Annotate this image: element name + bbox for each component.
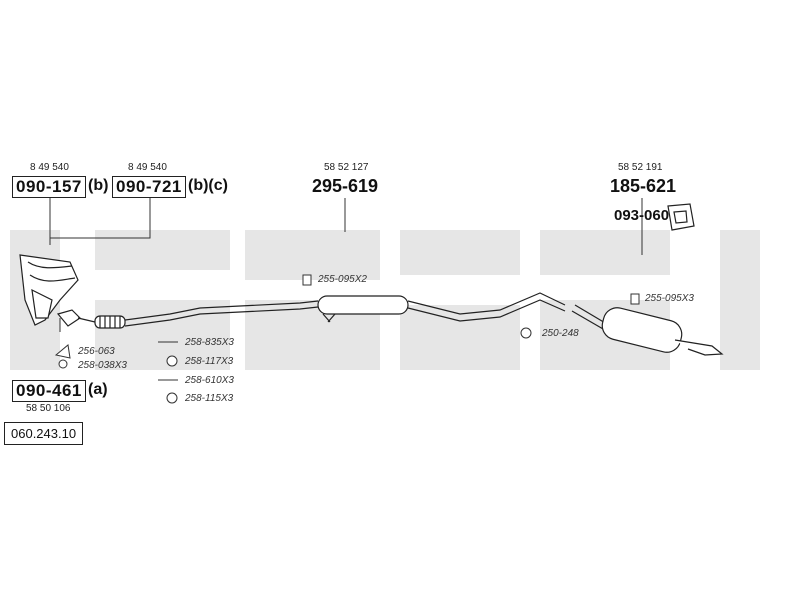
clamp-icon — [302, 274, 312, 286]
fitting-label[interactable]: 258-038X3 — [78, 360, 127, 371]
part-number-manifold-b[interactable]: 090-721 — [112, 176, 186, 198]
brand-watermark — [10, 230, 760, 370]
exhaust-manifold — [19, 254, 79, 326]
part-suffix-manifold-a: (b) — [88, 177, 109, 194]
clamp-icon — [630, 293, 640, 305]
washer-icon — [166, 392, 178, 404]
part-number-front-pipe[interactable]: 090-461 — [12, 380, 86, 402]
diagram-reference-code: 060.243.10 — [4, 422, 84, 445]
fitting-label[interactable]: 258-115X3 — [185, 393, 234, 404]
fitting-label[interactable]: 258-610X3 — [185, 375, 234, 386]
middle-pipe-drawing — [124, 292, 566, 327]
oe-number-rear-silencer: 58 52 191 — [618, 162, 663, 173]
rear-silencer-drawing — [571, 304, 724, 356]
ring-icon — [520, 327, 532, 339]
leader-lines — [49, 198, 643, 332]
part-suffix-front-pipe: (a) — [88, 381, 108, 398]
mounting-bracket-icon — [667, 203, 695, 231]
part-number-mounting-kit[interactable]: 093-060 — [614, 207, 670, 224]
washer-icon — [166, 355, 178, 367]
oe-number-manifold-a: 8 49 540 — [30, 162, 69, 173]
part-number-manifold-a[interactable]: 090-157 — [12, 176, 86, 198]
nut-icon — [58, 359, 68, 369]
oe-number-front-pipe: 58 50 106 — [26, 403, 71, 414]
fitting-label[interactable]: 250-248 — [542, 328, 579, 339]
part-suffix-manifold-b: (b)(c) — [188, 177, 228, 194]
gasket-icon — [54, 344, 71, 359]
fitting-label[interactable]: 255-095X2 — [318, 274, 367, 285]
part-number-rear-silencer[interactable]: 185-621 — [610, 176, 677, 196]
front-pipe-drawing — [56, 309, 126, 329]
oe-number-manifold-b: 8 49 540 — [128, 162, 167, 173]
part-number-middle-pipe[interactable]: 295-619 — [312, 176, 379, 196]
oe-number-middle-pipe: 58 52 127 — [324, 162, 369, 173]
fitting-label[interactable]: 258-117X3 — [185, 356, 234, 367]
fitting-label[interactable]: 258-835X3 — [185, 337, 234, 348]
fitting-label[interactable]: 256-063 — [78, 346, 115, 357]
fitting-icons — [54, 274, 640, 404]
fitting-label[interactable]: 255-095X3 — [645, 293, 694, 304]
